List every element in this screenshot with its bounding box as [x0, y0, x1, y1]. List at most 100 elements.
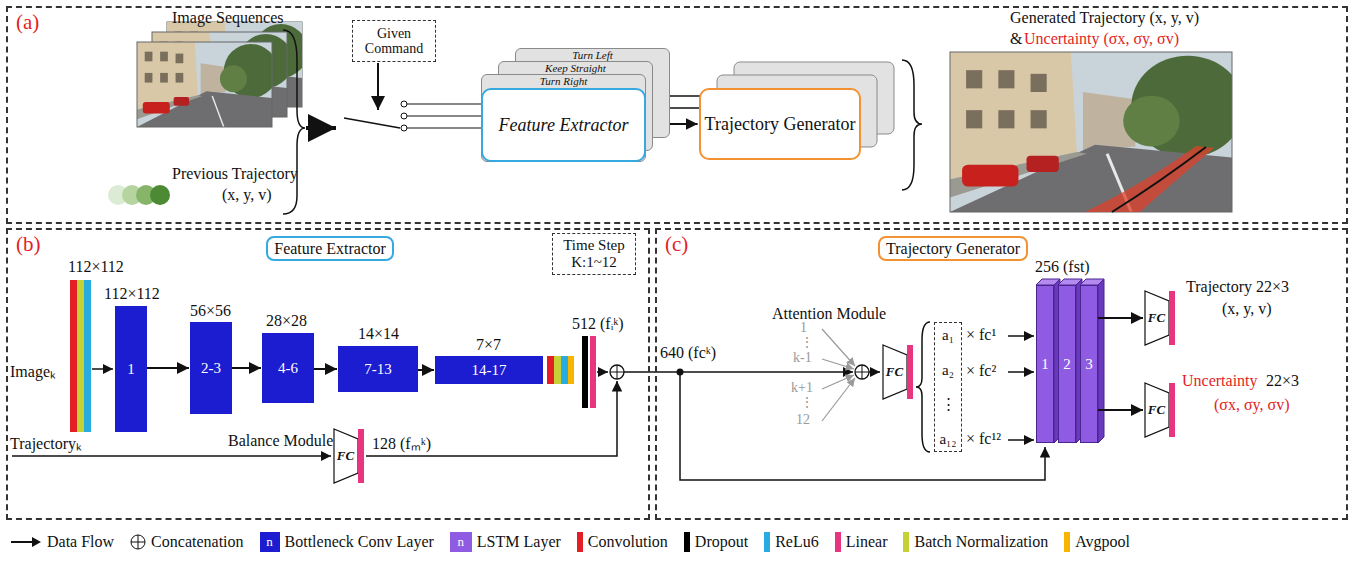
label: 512 (fᵢᵏ)	[572, 315, 624, 333]
legend-swatch	[764, 532, 770, 552]
node-text: 1	[127, 361, 135, 378]
linear-bar	[358, 429, 364, 483]
arrow-line	[11, 541, 34, 543]
node-text: 2	[1063, 356, 1071, 373]
label-text: × fc²	[966, 362, 996, 379]
label-text: Uncertainty (σx, σy, σv)	[1024, 30, 1179, 47]
legend-item: Linear	[835, 532, 888, 552]
bottleneck-layer: 14-17	[435, 356, 543, 384]
bottleneck-layer: 2-3	[190, 322, 232, 414]
concat-cross	[131, 535, 145, 549]
lstm-layer: 2	[1058, 285, 1076, 443]
label-text: ⋮	[800, 335, 814, 350]
linear-bar	[907, 345, 913, 399]
command-box: Given Command	[352, 20, 436, 62]
label-text: Previous Trajectory	[172, 165, 298, 182]
layout-shape	[610, 365, 624, 379]
layout-shape	[680, 372, 1045, 480]
label: Image Sequences	[172, 9, 284, 27]
fc-layer: FC	[333, 428, 365, 484]
label-text: 112×112	[68, 258, 124, 275]
label: k-1	[793, 350, 812, 366]
node-text: FC	[886, 364, 903, 380]
label: 14×14	[358, 325, 399, 343]
node-text: 14-17	[472, 362, 507, 379]
layout-shape	[92, 368, 113, 370]
bottleneck-layer: 4-6	[262, 333, 314, 403]
node-text: Turn Right	[540, 75, 587, 87]
legend-swatch	[835, 532, 841, 552]
layout-shape	[1008, 335, 1034, 337]
layout-shape	[77, 280, 84, 432]
connector	[314, 368, 337, 370]
label: ⋮	[800, 394, 814, 411]
fc-layer: FC	[1144, 290, 1176, 346]
label: Previous Trajectory	[172, 165, 298, 183]
label-text: 56×56	[190, 302, 231, 319]
node-text: FC	[1148, 402, 1165, 418]
label-text: k-1	[793, 350, 812, 365]
node-text: 1	[1041, 356, 1049, 373]
legend-text: ReLu6	[775, 533, 819, 551]
lstm-layer: 3	[1080, 285, 1098, 443]
label: 12	[796, 412, 810, 428]
node-text: 4-6	[278, 360, 298, 377]
linear-bar	[1169, 291, 1175, 345]
node-text: a₂	[942, 362, 954, 378]
linear-bar	[1169, 383, 1175, 437]
layout-shape	[869, 371, 880, 373]
label-text: 128 (fₘᵏ)	[372, 435, 431, 452]
label: Uncertainty	[1182, 372, 1258, 390]
label-text: Imageₖ	[10, 363, 56, 380]
layout-shape	[624, 371, 853, 373]
fc-outline	[334, 429, 358, 483]
connector	[1098, 409, 1143, 411]
legend-item: ReLu6	[764, 532, 819, 552]
label: 28×28	[266, 312, 307, 330]
layout-shape	[822, 375, 854, 389]
layout-shape	[597, 371, 608, 373]
label-text: 28×28	[266, 312, 307, 329]
node-text: Keep Straight	[545, 62, 606, 74]
node-text: (c)	[665, 232, 688, 256]
label: &	[1010, 30, 1022, 48]
label: 112×112	[68, 258, 124, 276]
label-text: (x, y, v)	[222, 186, 272, 203]
layout-shape	[401, 113, 407, 119]
lstm-layer: 1	[1036, 285, 1054, 443]
legend-text: Data Flow	[47, 533, 114, 551]
label: (σx, σy, σv)	[1214, 396, 1290, 414]
label-text: Trajectory 22×3	[1186, 278, 1289, 295]
fc-layer: FC	[882, 344, 914, 400]
node-text: Turn Left	[572, 49, 613, 61]
node-text: Feature Extractor	[274, 240, 386, 258]
layout-shape	[70, 280, 77, 432]
layout-shape	[568, 356, 574, 384]
layout-shape	[377, 63, 379, 110]
layout-shape	[1098, 279, 1104, 443]
label-text: 14×14	[358, 325, 399, 342]
legend-text: Linear	[846, 533, 888, 551]
node-text: FC	[1148, 310, 1165, 326]
legend-symbol-text: n	[458, 534, 465, 550]
label-text: 112×112	[104, 285, 160, 302]
label: (x, y, v)	[222, 186, 272, 204]
legend-swatch: n	[450, 532, 472, 552]
fc-outline	[883, 345, 907, 399]
label-text: 256 (fst)	[1035, 258, 1090, 275]
legend-text: Avgpool	[1075, 533, 1130, 551]
node-text: 2-3	[201, 360, 221, 377]
label: Imageₖ	[10, 360, 56, 382]
layout-shape	[407, 115, 481, 116]
label: 128 (fₘᵏ)	[372, 432, 431, 454]
connector	[232, 367, 261, 369]
panel-title: Feature Extractor	[266, 236, 394, 261]
layout-shape	[1008, 439, 1034, 441]
label: 1	[800, 320, 807, 336]
layout-shape	[407, 127, 481, 128]
label-text: Image Sequences	[172, 9, 284, 26]
legend-text: Concatenation	[151, 533, 243, 551]
legend-swatch	[903, 532, 909, 552]
legend-text: Bottleneck Conv Layer	[285, 533, 434, 551]
